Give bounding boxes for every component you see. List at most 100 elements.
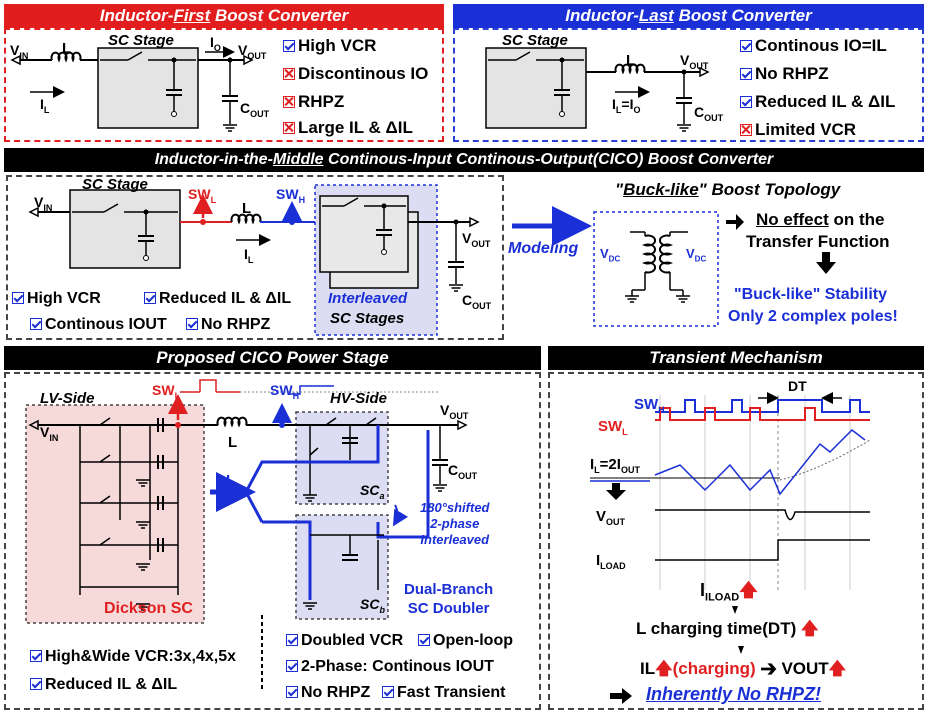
cout-label: COUT (448, 462, 478, 481)
inductor-first-schematic (10, 46, 254, 132)
check-icon (740, 96, 752, 108)
feature-continous-io: Continous IO=IL (740, 36, 887, 56)
sc-stages-label: SC Stages (330, 310, 405, 327)
inductor-middle-title: Inductor-in-the-Middle Continous-Input C… (4, 148, 924, 172)
dt-label: DT (788, 378, 807, 394)
complex-poles-label: Only 2 complex poles! (728, 308, 898, 325)
feature-no-rhpz: No RHPZ (286, 684, 370, 702)
io-label: IO (210, 34, 221, 53)
vin-label: VIN (40, 424, 59, 443)
feature-high-vcr: High VCR (12, 290, 101, 308)
check-icon (418, 634, 430, 646)
sc-stage-label: SC Stage (502, 32, 568, 49)
stability-label: "Buck-like" Stability (734, 286, 887, 303)
feature-limited-vcr: Limited VCR (740, 120, 856, 140)
feature-reduced-il: Reduced IL & ΔIL (144, 290, 291, 308)
il-label: IL (244, 246, 254, 265)
feature-reduced-il: Reduced IL & ΔIL (30, 676, 177, 694)
inductor-last-schematic (485, 47, 710, 132)
il-io-label: IL=IO (612, 96, 641, 115)
vout-label: VOUT (680, 52, 709, 71)
right-arrow-icon: ➔ (760, 659, 777, 678)
up-arrow-icon: 🡅 (739, 580, 758, 600)
swh-label: SWH (270, 382, 300, 401)
sca-label: SCa (360, 482, 385, 501)
sc-stage-label: SC Stage (108, 32, 174, 49)
feature-high-vcr: High VCR (283, 36, 376, 56)
cout-label: COUT (240, 100, 270, 119)
vin-label: VIN (34, 194, 53, 213)
feature-no-rhpz: No RHPZ (186, 316, 270, 334)
il-label: IL (40, 96, 50, 115)
transient-frame (548, 372, 924, 710)
cross-icon (283, 96, 295, 108)
step-charging-time: L charging time(DT) 🡅 (636, 619, 819, 638)
sc-stage-label: SC Stage (82, 176, 148, 193)
iload-label: ILOAD (596, 552, 626, 571)
swl-label: SWL (188, 186, 217, 205)
check-icon (144, 292, 156, 304)
il-label: IL (226, 472, 236, 491)
check-icon (12, 292, 24, 304)
vout-label: VOUT (238, 42, 267, 61)
interleaved-label: Interleaved (328, 290, 408, 307)
vdc-right-label: VDC (686, 246, 707, 264)
cross-icon (740, 124, 752, 136)
inductor-label: L (62, 40, 72, 57)
check-icon (30, 650, 42, 662)
feature-doubled-vcr: Doubled VCR (286, 632, 403, 650)
proposed-cico-title: Proposed CICO Power Stage (4, 346, 541, 370)
proposed-cico-schematic (25, 379, 468, 690)
inductor-label: L (626, 52, 636, 69)
vout-label: VOUT (596, 508, 626, 527)
feature-no-rhpz: No RHPZ (740, 64, 829, 84)
swl-label: SWL (152, 382, 181, 401)
feature-open-loop: Open-loop (418, 632, 513, 650)
inductor-middle-schematic (28, 184, 836, 336)
check-icon (186, 318, 198, 330)
no-effect-label: No effect on the (756, 210, 885, 229)
cross-icon (283, 122, 295, 134)
proposed-cico-frame (4, 372, 541, 710)
check-icon (740, 40, 752, 52)
inductor-first-frame (4, 28, 444, 142)
hv-side-label: HV-Side (330, 390, 387, 407)
check-icon (382, 686, 394, 698)
cout-label: COUT (462, 292, 492, 311)
feature-wide-vcr: High&Wide VCR:3x,4x,5x (30, 648, 236, 666)
inductor-label: L (228, 434, 238, 451)
check-icon (283, 40, 295, 52)
check-icon (286, 686, 298, 698)
transfer-function-label: Transfer Function (746, 232, 890, 251)
up-arrow-icon: 🡅 (655, 659, 673, 678)
conclusion-label: Inherently No RHPZ! (646, 684, 822, 704)
il-2iout-label: IL=2IOUT (590, 456, 640, 475)
check-icon (740, 68, 752, 80)
check-icon (286, 660, 298, 672)
scb-label: SCb (360, 596, 385, 615)
feature-fast-transient: Fast Transient (382, 684, 505, 702)
check-icon (30, 318, 42, 330)
feature-discontinous-io: Discontinous IO (283, 64, 428, 84)
inductor-label: L (242, 200, 252, 217)
inductor-last-title: Inductor-Last Boost Converter (453, 4, 924, 28)
swh-label: SWH (276, 186, 306, 205)
transient-waveforms (590, 392, 871, 704)
vout-label: VOUT (462, 230, 491, 249)
up-arrow-icon: 🡅 (828, 659, 847, 678)
buck-like-title: "Buck-like" Boost Topology (615, 180, 841, 199)
swh-label: SWH (634, 396, 665, 415)
feature-continous-iout: Continous IOUT (30, 316, 167, 334)
cout-label: COUT (694, 104, 724, 123)
inductor-middle-frame (6, 175, 504, 340)
step-iload-increase: IILOAD🡅 (700, 580, 758, 604)
vin-label: VIN (10, 42, 29, 61)
lv-side-label: LV-Side (40, 390, 95, 407)
check-icon (286, 634, 298, 646)
cross-icon (283, 68, 295, 80)
feature-reduced-il: Reduced IL & ΔIL (740, 92, 895, 112)
feature-large-il: Large IL & ΔIL (283, 118, 413, 138)
